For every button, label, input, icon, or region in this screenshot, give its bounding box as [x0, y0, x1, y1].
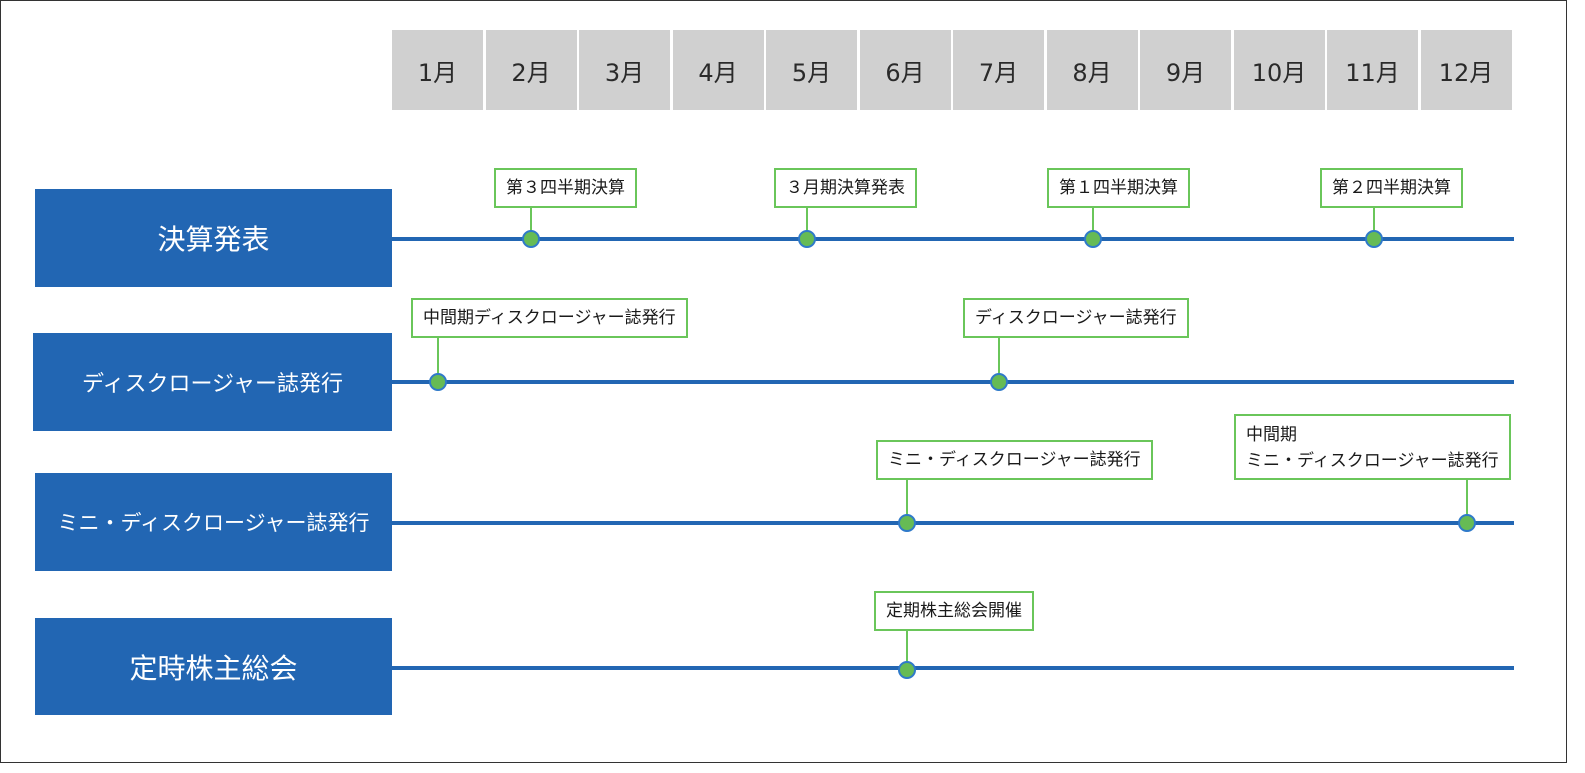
event-connector: [1092, 207, 1094, 237]
month-cell: 9月: [1140, 30, 1231, 110]
event-marker: [798, 230, 816, 248]
event-marker: [898, 661, 916, 679]
month-cell: 3月: [579, 30, 670, 110]
event-connector: [906, 479, 908, 521]
timeline-line: [392, 666, 1514, 670]
event-connector: [530, 207, 532, 237]
row-label-earnings: 決算発表: [35, 189, 392, 287]
event-marker: [990, 373, 1008, 391]
event-label: 第３四半期決算: [494, 168, 637, 208]
event-marker: [1084, 230, 1102, 248]
event-marker: [1365, 230, 1383, 248]
event-connector: [998, 337, 1000, 381]
event-connector: [1466, 479, 1468, 521]
event-marker: [522, 230, 540, 248]
event-marker: [898, 514, 916, 532]
month-cell: 8月: [1046, 30, 1138, 110]
event-label: 第１四半期決算: [1047, 168, 1190, 208]
event-marker: [1458, 514, 1476, 532]
month-cell: 1月: [392, 30, 483, 110]
event-connector: [906, 629, 908, 666]
month-cell: 10月: [1233, 30, 1325, 110]
event-connector: [806, 207, 808, 237]
event-connector: [437, 337, 439, 381]
row-label-mini-disclosure: ミニ・ディスクロージャー誌発行: [35, 473, 392, 571]
timeline-line: [392, 521, 1514, 525]
month-cell: 12月: [1420, 30, 1512, 110]
event-label: 第２四半期決算: [1320, 168, 1463, 208]
month-cell: 7月: [953, 30, 1044, 110]
event-connector: [1373, 207, 1375, 237]
event-label: 中間期 ミニ・ディスクロージャー誌発行: [1234, 414, 1511, 480]
row-label-disclosure: ディスクロージャー誌発行: [33, 333, 392, 431]
timeline-line: [392, 380, 1514, 384]
month-cell: 2月: [485, 30, 577, 110]
event-label: 中間期ディスクロージャー誌発行: [411, 298, 688, 338]
diagram-frame: 1月 2月 3月 4月 5月 6月 7月 8月 9月 10月 11月 12月 決…: [0, 0, 1567, 763]
row-label-shareholders-meeting: 定時株主総会: [35, 618, 392, 715]
month-cell: 5月: [766, 30, 857, 110]
month-cell: 11月: [1327, 30, 1418, 110]
event-label: ３月期決算発表: [774, 168, 917, 208]
event-label: 定期株主総会開催: [874, 591, 1034, 631]
month-cell: 4月: [672, 30, 764, 110]
event-marker: [429, 373, 447, 391]
timeline-line: [392, 237, 1514, 241]
event-label: ミニ・ディスクロージャー誌発行: [876, 440, 1153, 480]
event-label: ディスクロージャー誌発行: [963, 298, 1189, 338]
month-cell: 6月: [859, 30, 951, 110]
